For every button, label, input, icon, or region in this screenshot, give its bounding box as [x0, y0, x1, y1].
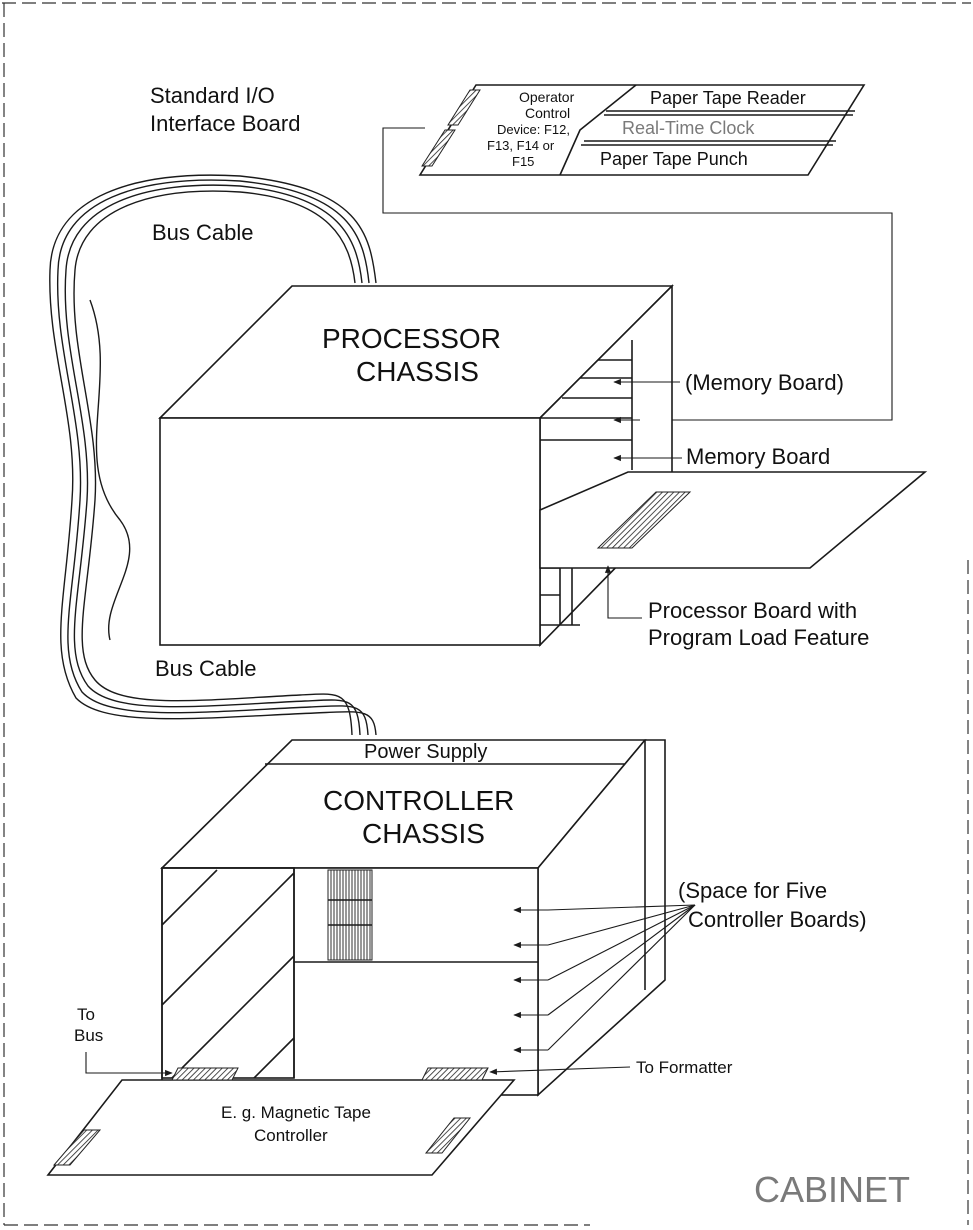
operator-line1: Operator [519, 89, 575, 105]
formatter-edge-connector [422, 1068, 488, 1080]
backplane-connectors [328, 870, 372, 960]
slot-paper-tape-punch: Paper Tape Punch [600, 149, 748, 169]
cabinet-label: CABINET [754, 1169, 910, 1210]
slot-real-time-clock: Real-Time Clock [622, 118, 755, 138]
bus-cable-lower-label: Bus Cable [155, 656, 257, 681]
operator-line5: F15 [512, 154, 534, 169]
controller-board-label-line1: E. g. Magnetic Tape [221, 1103, 371, 1122]
processor-chassis: PROCESSOR CHASSIS (Memory Board) Memory … [160, 286, 925, 650]
controller-chassis: Power Supply CONTROLLER CHASSIS (Space f… [162, 740, 867, 1095]
operator-line2: Control [525, 105, 570, 121]
controller-board-label-line2: Controller [254, 1126, 328, 1145]
processor-board-label-line1: Processor Board with [648, 598, 857, 623]
controller-title-line2: CHASSIS [362, 818, 485, 849]
space-for-boards-line1: (Space for Five [678, 878, 827, 903]
to-bus-line2: Bus [74, 1026, 103, 1045]
space-for-boards-line2: Controller Boards) [688, 907, 867, 932]
io-interface-board: Standard I/O Interface Board Operator Co… [150, 83, 864, 175]
processor-title-line1: PROCESSOR [322, 323, 501, 354]
to-bus-line1: To [77, 1005, 95, 1024]
processor-front-face [160, 418, 540, 645]
power-supply-label: Power Supply [364, 741, 487, 763]
memory-board-optional-label: (Memory Board) [685, 370, 844, 395]
memory-board-label: Memory Board [686, 444, 830, 469]
io-board-title-line1: Standard I/O [150, 83, 275, 108]
processor-board-label-line2: Program Load Feature [648, 625, 869, 650]
slot-paper-tape-reader: Paper Tape Reader [650, 88, 806, 108]
to-formatter-label: To Formatter [636, 1058, 733, 1077]
io-board-title-line2: Interface Board [150, 111, 300, 136]
bus-cable-upper-label: Bus Cable [152, 220, 254, 245]
operator-line4: F13, F14 or [487, 138, 555, 153]
processor-title-line2: CHASSIS [356, 356, 479, 387]
controller-title-line1: CONTROLLER [323, 785, 514, 816]
operator-line3: Device: F12, [497, 122, 570, 137]
bus-edge-connector [172, 1068, 238, 1080]
processor-board [540, 472, 925, 568]
